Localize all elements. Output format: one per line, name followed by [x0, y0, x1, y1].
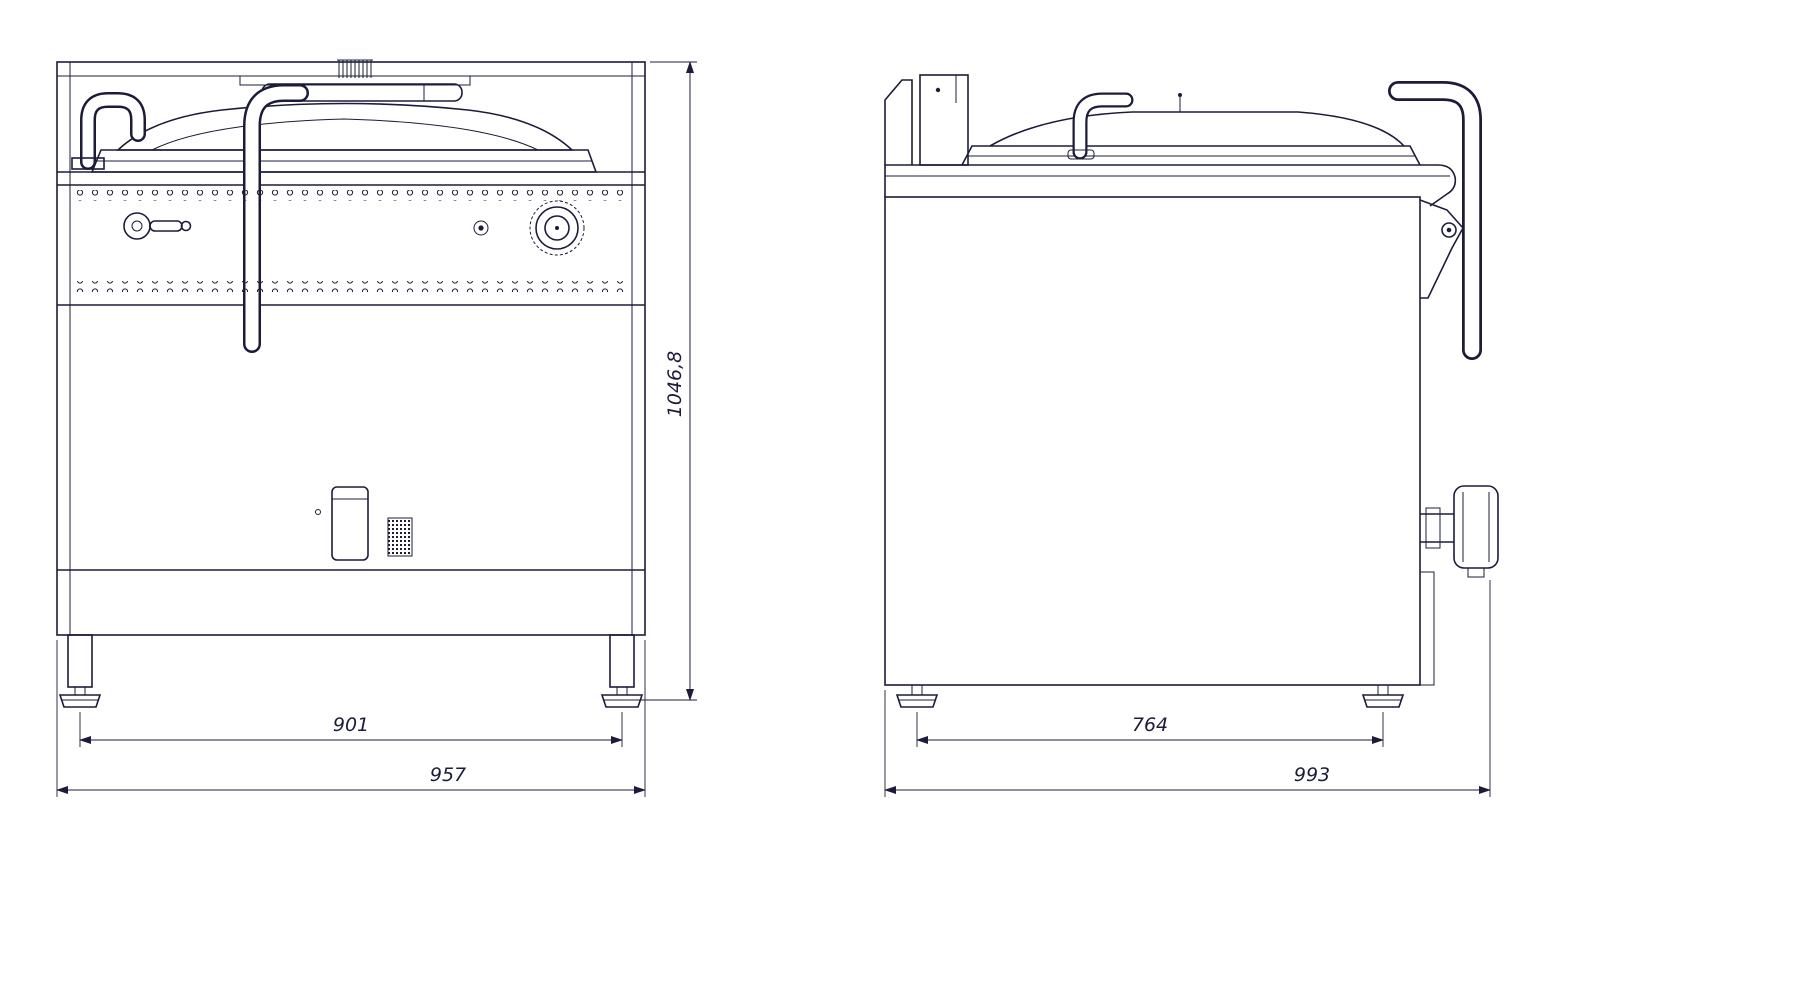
- lid-side: [961, 93, 1421, 166]
- vent-comb: [337, 59, 373, 78]
- perforation-row-top: [74, 190, 632, 201]
- ignition-box: [315, 486, 369, 561]
- thermostat-knob[interactable]: [529, 200, 585, 256]
- side-worktop: [884, 164, 1457, 207]
- control-panel: [74, 190, 632, 292]
- steam-pipe-front: [71, 92, 146, 170]
- side-foot-span-label: 764: [1132, 714, 1168, 736]
- front-foot-span-dimension: 901: [79, 712, 623, 747]
- front-height-dimension: 1046,8: [640, 61, 697, 701]
- side-hinge-bracket: [884, 74, 969, 166]
- tilt-handle-front: [243, 84, 309, 353]
- side-foot-span-dimension: 764: [916, 712, 1384, 747]
- drain-tap[interactable]: [1420, 485, 1499, 578]
- side-dimensions: 764 993: [884, 580, 1491, 797]
- side-overall-depth-label: 993: [1294, 764, 1330, 786]
- side-right-foot: [1361, 684, 1405, 708]
- side-overall-depth-dimension: 993: [884, 580, 1491, 797]
- steam-pipe-flange: [71, 157, 105, 170]
- gas-valve-handle[interactable]: [123, 212, 192, 240]
- front-overall-width-dimension: 957: [56, 640, 646, 797]
- side-left-foot: [895, 684, 939, 708]
- warning-label: [387, 517, 413, 557]
- side-panel-edge: [1419, 571, 1435, 686]
- front-overall-width-label: 957: [430, 764, 466, 786]
- front-foot-span-label: 901: [333, 714, 369, 736]
- front-right-leg: [600, 634, 644, 708]
- tilt-bracket: [1419, 199, 1464, 299]
- lid-front: [90, 83, 598, 173]
- steam-pipe-side: [1067, 92, 1134, 160]
- indicator-light: [473, 220, 489, 236]
- front-view: [56, 59, 646, 708]
- front-left-leg: [58, 634, 102, 708]
- side-body-outline: [884, 196, 1421, 686]
- tilt-handle-side: [1388, 81, 1482, 360]
- front-cabinet-outline: [56, 61, 646, 636]
- side-view: [884, 74, 1499, 708]
- front-height-label: 1046,8: [664, 351, 686, 417]
- perforation-row-bottom: [74, 281, 632, 292]
- front-dimensions: 901 957 1046,8: [56, 61, 697, 797]
